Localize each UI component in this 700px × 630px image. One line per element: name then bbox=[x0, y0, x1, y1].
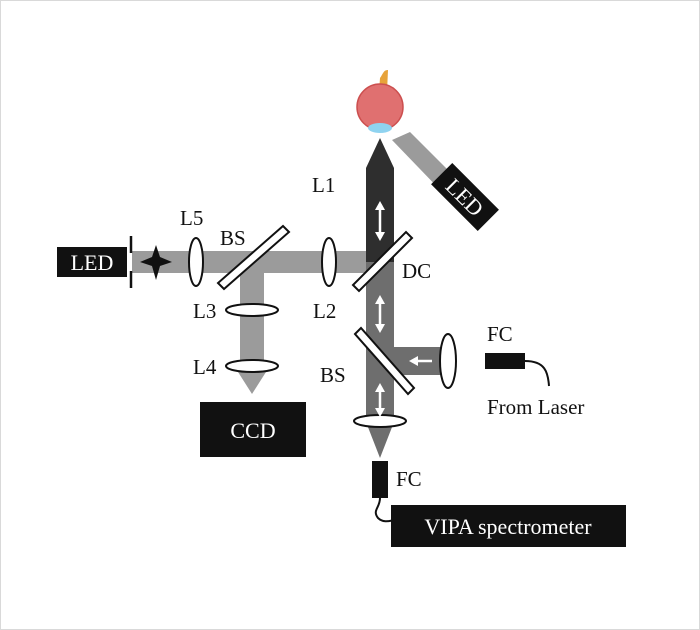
lens-l5 bbox=[188, 237, 204, 287]
label-l3: L3 bbox=[193, 299, 216, 323]
lens-l3 bbox=[225, 303, 279, 317]
double-arrow-lower-icon bbox=[375, 383, 385, 417]
label-from-laser: From Laser bbox=[487, 395, 584, 419]
vipa-text: VIPA spectrometer bbox=[424, 514, 592, 539]
label-fc-laser: FC bbox=[487, 322, 513, 346]
beam-to-eye bbox=[366, 138, 394, 262]
beam-arrow-ccd bbox=[238, 372, 266, 394]
label-l4: L4 bbox=[193, 355, 217, 379]
fiber-cable-laser bbox=[524, 360, 550, 387]
beamsplitter-left bbox=[216, 224, 291, 291]
label-bs-left: BS bbox=[220, 226, 246, 250]
led-left-emitter-icon bbox=[140, 245, 172, 280]
dichroic-mirror bbox=[351, 230, 414, 293]
ccd-text: CCD bbox=[230, 418, 275, 443]
beam-arrow-spectrometer bbox=[366, 422, 394, 458]
label-fc-spectrometer: FC bbox=[396, 467, 422, 491]
vipa-spectrometer-box: VIPA spectrometer bbox=[391, 505, 626, 547]
arrow-left-icon bbox=[409, 356, 432, 366]
lens-l4 bbox=[225, 359, 279, 373]
led-left-text: LED bbox=[71, 250, 114, 275]
fiber-coupler-spectrometer bbox=[372, 461, 388, 498]
label-l2: L2 bbox=[313, 299, 336, 323]
lens-laser bbox=[439, 333, 457, 389]
beamsplitter-lower bbox=[353, 326, 416, 396]
double-arrow-middle-icon bbox=[375, 295, 385, 333]
lens-l2 bbox=[321, 237, 337, 287]
eye-icon bbox=[356, 70, 404, 133]
label-dc: DC bbox=[402, 259, 431, 283]
fiber-coupler-laser bbox=[485, 353, 525, 369]
ccd-box: CCD bbox=[200, 402, 306, 457]
label-bs-lower: BS bbox=[320, 363, 346, 387]
led-left-box: LED bbox=[57, 247, 127, 277]
double-arrow-upper-icon bbox=[375, 201, 385, 241]
label-l5: L5 bbox=[180, 206, 203, 230]
label-l1: L1 bbox=[312, 173, 335, 197]
